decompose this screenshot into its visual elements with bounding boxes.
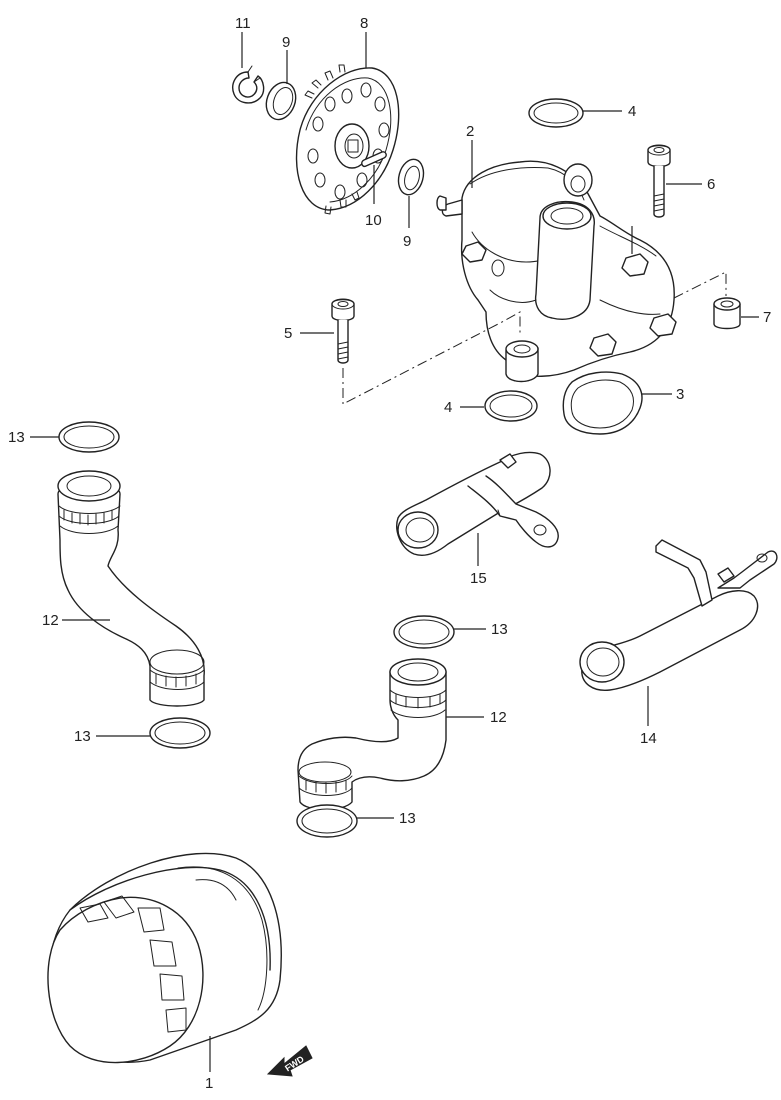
part-13-o-ring-left-upper [58, 421, 120, 453]
callout-2: 2 [466, 123, 474, 140]
part-1-oil-filter [47, 852, 282, 1064]
part-12-oil-pipe-left [57, 470, 205, 707]
part-10-pin [361, 151, 387, 168]
callout-9-upper: 9 [282, 34, 290, 51]
callout-9-lower: 9 [403, 233, 411, 250]
callout-10: 10 [365, 212, 382, 229]
part-15-strainer-pipe [396, 451, 559, 556]
callout-13-right-lower: 13 [399, 810, 416, 827]
part-3-gasket [562, 371, 643, 435]
part-4-o-ring-lower [484, 390, 538, 422]
callout-1: 1 [205, 1075, 213, 1092]
callout-14: 14 [640, 730, 657, 747]
assembly-lines [342, 226, 727, 405]
callout-11: 11 [235, 15, 251, 32]
callout-labels: 11 9 8 10 9 2 4 6 7 5 4 3 13 12 13 15 13… [8, 15, 771, 1092]
callout-13-left-lower: 13 [74, 728, 91, 745]
callout-15: 15 [470, 570, 487, 587]
callout-6: 6 [707, 176, 715, 193]
part-4-o-ring-upper [528, 98, 584, 128]
part-13-o-ring-right-lower [296, 804, 358, 838]
part-9-washer-lower [397, 158, 425, 196]
leader-lines [30, 32, 759, 1072]
callout-4-upper: 4 [628, 103, 636, 120]
part-9-washer-upper [265, 81, 297, 121]
part-7-dowel [713, 297, 741, 330]
part-2-oil-pump [436, 160, 677, 383]
part-14-strainer-pipe [579, 539, 778, 691]
callout-7: 7 [763, 309, 771, 326]
callout-8: 8 [360, 15, 368, 32]
part-5-bolt [331, 298, 355, 364]
part-6-bolt [647, 144, 671, 218]
part-8-pump-sprocket [295, 64, 400, 215]
fwd-arrow: FWD [266, 1045, 313, 1077]
callout-12-left: 12 [42, 612, 59, 629]
callout-4-lower: 4 [444, 399, 452, 416]
part-12-oil-pipe-right [297, 658, 447, 811]
part-13-o-ring-right-upper [393, 615, 455, 649]
callout-3: 3 [676, 386, 684, 403]
part-13-o-ring-left-lower [149, 717, 211, 749]
part-11-circlip [232, 65, 265, 104]
callout-12-right: 12 [490, 709, 507, 726]
callout-13-right-upper: 13 [491, 621, 508, 638]
callout-5: 5 [284, 325, 292, 342]
callout-13-left-upper: 13 [8, 429, 25, 446]
